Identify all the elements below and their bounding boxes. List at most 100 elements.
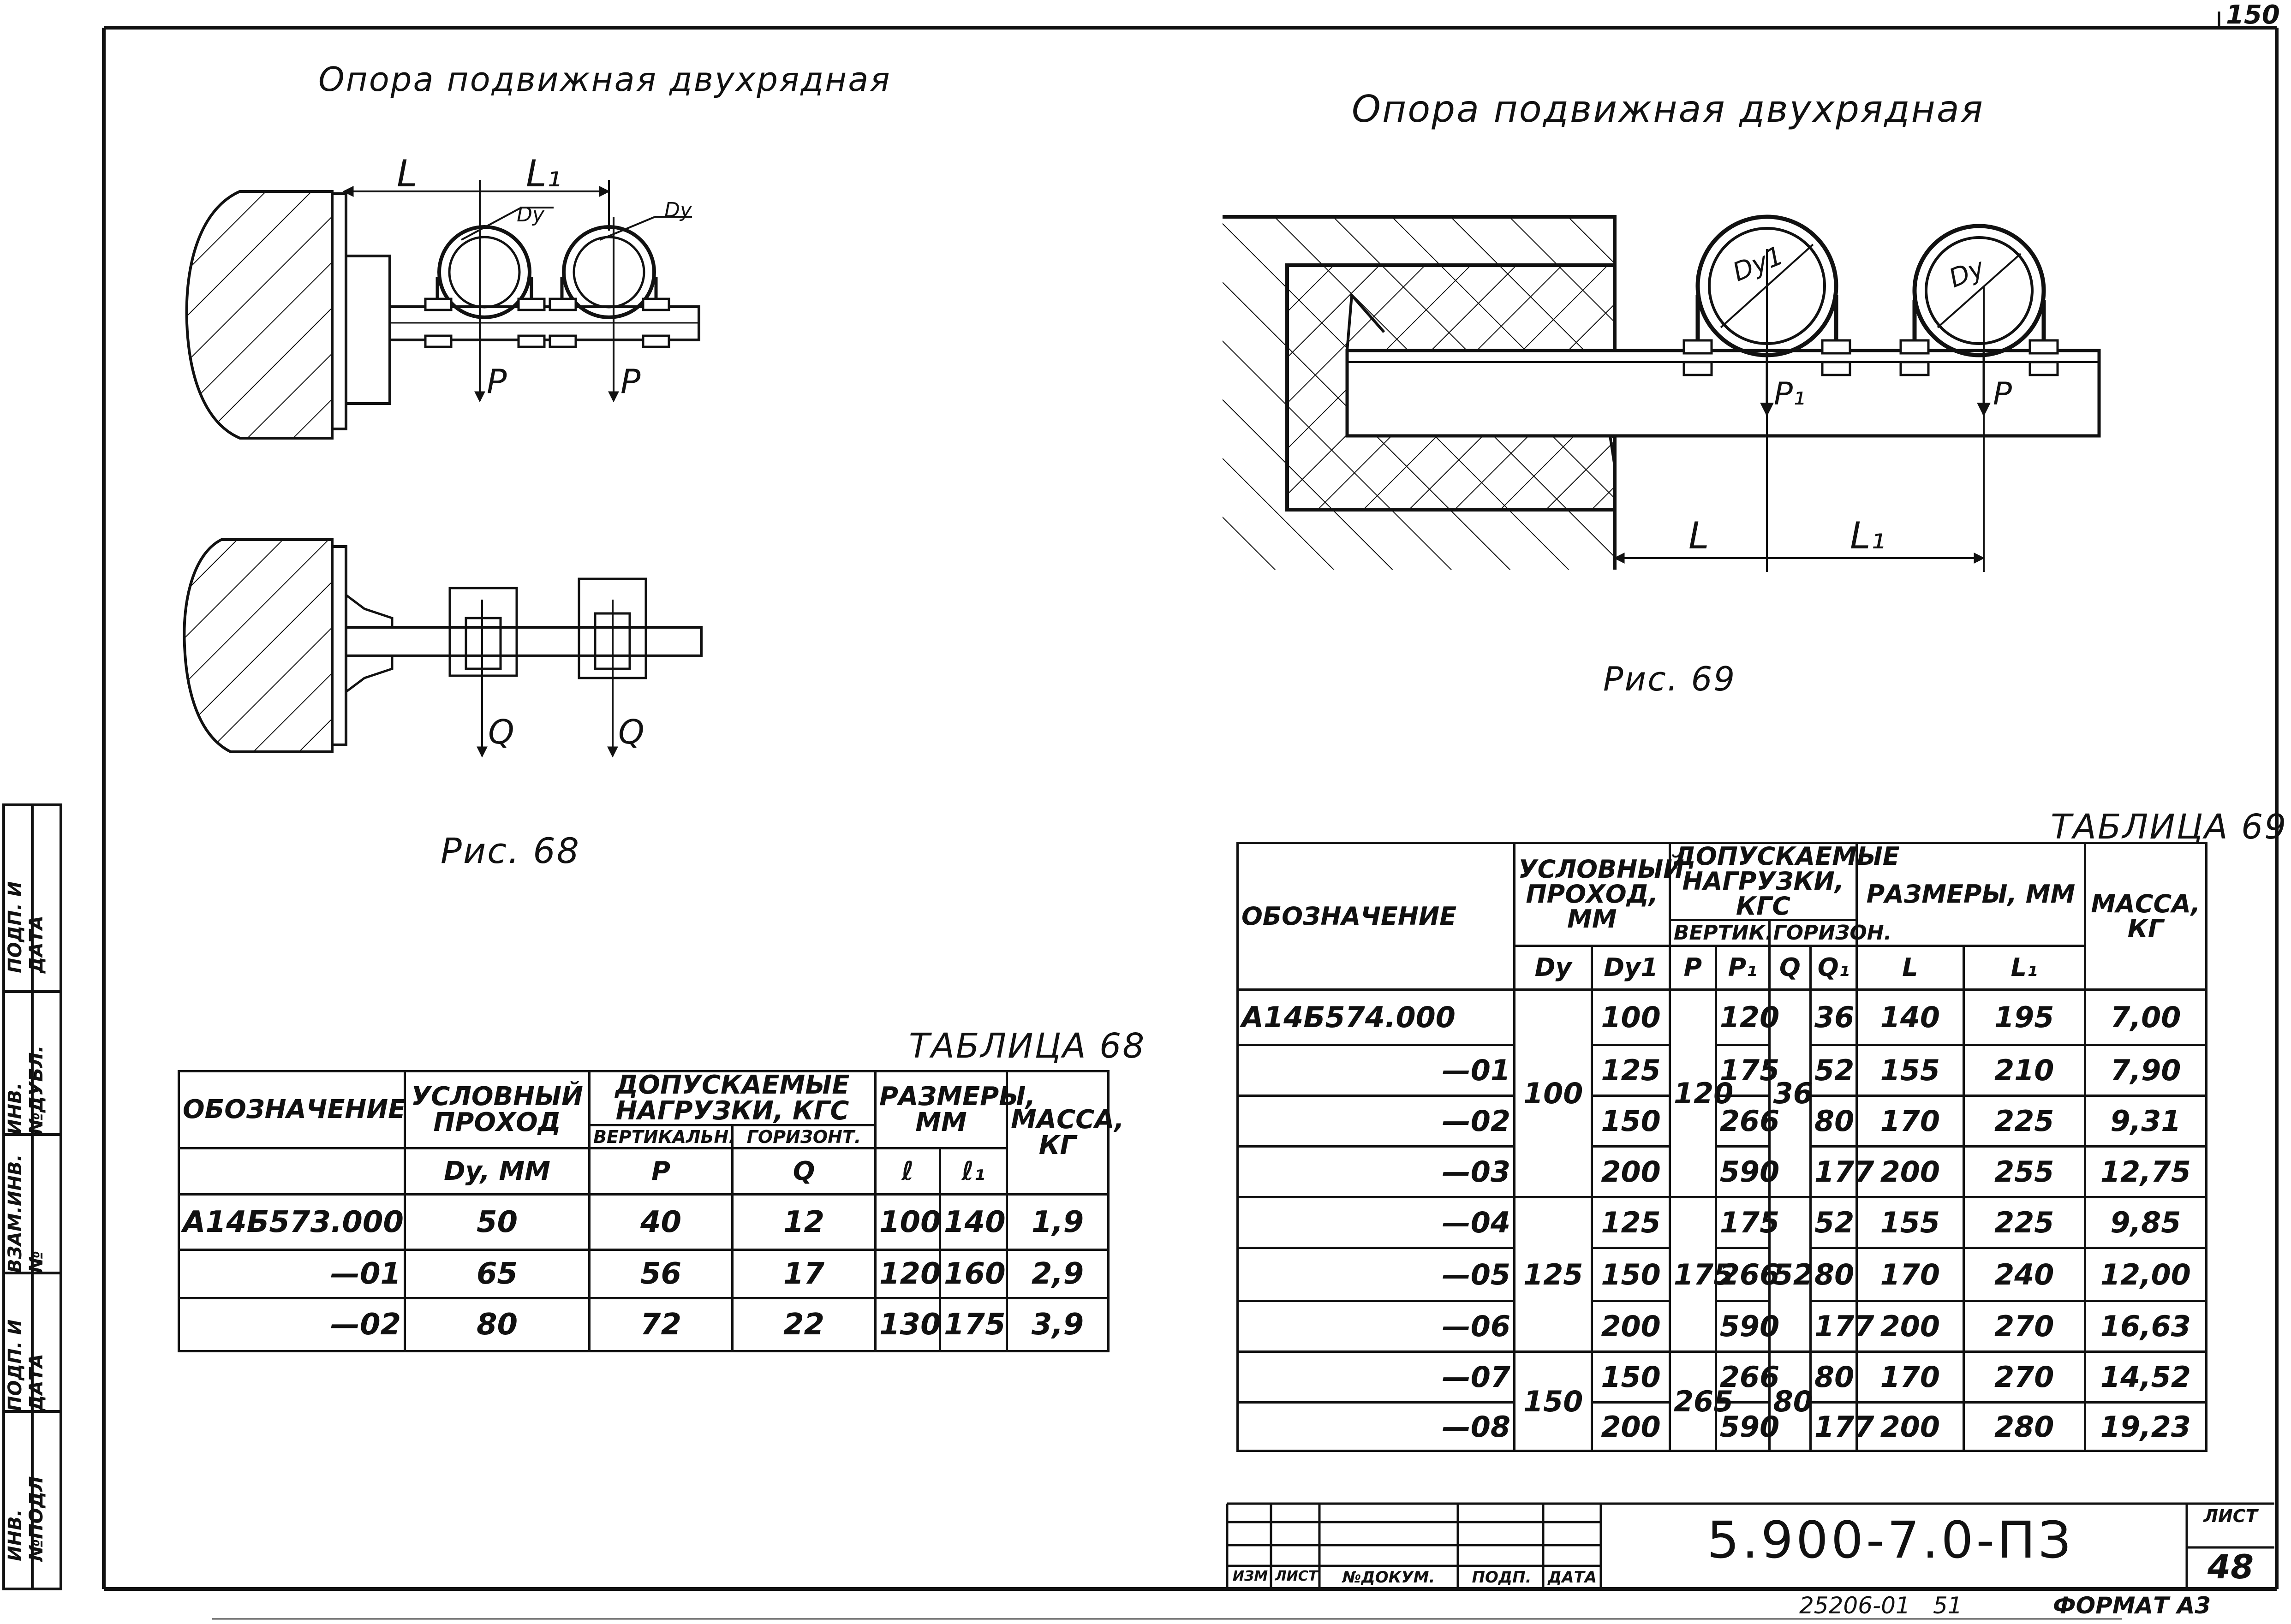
t69-h-p: P <box>1668 945 1717 991</box>
table-row: —08 200 590 177 200 280 19,23 <box>1236 1401 2208 1452</box>
t69-mass: 14,52 <box>2083 1350 2208 1404</box>
t68-h-dy: Dy, ММ <box>404 1147 591 1196</box>
t68-h-vertical: ВЕРТИКАЛЬН. <box>588 1124 735 1149</box>
t69-designation: —08 <box>1236 1401 1515 1452</box>
t69-L: 200 <box>1855 1145 1965 1198</box>
table-row: —03 200 590 177 200 255 12,75 <box>1236 1145 2208 1198</box>
fig68-title: Опора подвижная двухрядная <box>318 60 891 99</box>
table-row: —01 65 56 17 120 160 2,9 <box>178 1249 1110 1299</box>
t68-h-l: ℓ <box>874 1147 942 1196</box>
table68: ОБОЗНАЧЕНИЕ УСЛОВНЫЙ ПРОХОД ДОПУСКАЕМЫЕ … <box>178 1070 1124 1352</box>
doc-code: 5.900-7.0-ПЗ <box>1707 1511 2074 1570</box>
table-row: —02 150 266 80 170 225 9,31 <box>1236 1095 2208 1148</box>
format-label: ФОРМАТ А3 <box>2053 1592 2211 1619</box>
t69-L: 200 <box>1855 1300 1965 1353</box>
t69-q1: 36 <box>1809 988 1858 1046</box>
t68-mass: 2,9 <box>1006 1249 1110 1299</box>
fig68-front-view <box>185 180 700 440</box>
t69-dy-group: 125 <box>1513 1196 1593 1353</box>
t69-q1: 80 <box>1809 1247 1858 1302</box>
fig69-dim-L: L <box>1688 514 1709 557</box>
t69-mass: 12,00 <box>2083 1247 2208 1302</box>
sheet-frame <box>102 12 2279 1620</box>
fig68-dim-L: L <box>397 152 418 195</box>
t69-p1: 175 <box>1714 1196 1779 1249</box>
t69-dy1: 200 <box>1591 1300 1671 1353</box>
t68-designation: —01 <box>178 1249 406 1299</box>
t68-designation: —02 <box>178 1297 406 1352</box>
t69-L1: 270 <box>1962 1350 2086 1404</box>
t69-p-group: 175 <box>1668 1196 1733 1353</box>
t69-p1: 175 <box>1714 1044 1779 1097</box>
t69-h-q1: Q₁ <box>1809 945 1858 991</box>
t68-h-nominal-bore: УСЛОВНЫЙ ПРОХОД <box>404 1070 591 1149</box>
t68-dy: 80 <box>404 1297 591 1352</box>
side-stamp-label-4: ИНВ.№ДУБЛ. <box>5 1045 47 1135</box>
t69-L1: 195 <box>1962 988 2086 1046</box>
t69-q1: 177 <box>1809 1300 1874 1353</box>
t68-h-mass: МАССА, КГ <box>1006 1070 1124 1196</box>
fig69-load-P: P <box>1993 376 2012 412</box>
t69-L: 170 <box>1855 1247 1965 1302</box>
t69-h-dy: Dy <box>1513 945 1593 991</box>
t68-l1: 175 <box>939 1297 1008 1352</box>
t69-p1: 266 <box>1714 1247 1779 1302</box>
titleblock-lines <box>1226 1502 2274 1589</box>
t69-designation: —01 <box>1236 1044 1515 1097</box>
t69-dy1: 200 <box>1591 1145 1671 1198</box>
tb-h-izm: ИЗМ <box>1232 1568 1268 1584</box>
t69-q1: 177 <box>1809 1401 1874 1452</box>
t68-q: 22 <box>731 1297 877 1352</box>
t68-l1: 140 <box>939 1193 1008 1251</box>
t69-dy1: 200 <box>1591 1401 1671 1452</box>
sheet-label: ЛИСТ <box>2203 1506 2258 1526</box>
side-stamp-label-5: ПОДП. И ДАТА <box>5 881 47 973</box>
side-stamp-label-3: ВЗАМ.ИНВ.№ <box>5 1154 47 1273</box>
table-row: —07 150 150 265 266 80 80 170 270 14,52 <box>1236 1350 2208 1452</box>
t69-dy1: 150 <box>1591 1095 1671 1148</box>
fig68-load-P-2: P <box>620 362 641 401</box>
t69-L1: 225 <box>1962 1196 2086 1249</box>
fig69-caption: Рис. 69 <box>1603 660 1736 698</box>
t68-h-horizontal: ГОРИЗОНТ. <box>731 1124 877 1149</box>
fig68-load-Q-2: Q <box>618 713 644 751</box>
t69-p1: 266 <box>1714 1095 1779 1148</box>
t69-q1: 80 <box>1809 1350 1858 1404</box>
table69: ОБОЗНАЧЕНИЕ УСЛОВНЫЙ ПРОХОД, ММ ДОПУСКАЕ… <box>1236 842 2208 1452</box>
t68-l1: 160 <box>939 1249 1008 1299</box>
t68-designation: А14Б573.000 <box>178 1193 406 1251</box>
side-stamp-label-2: ПОДП. И ДАТА <box>5 1319 47 1411</box>
t69-h-designation: ОБОЗНАЧЕНИЕ <box>1236 842 1515 991</box>
t69-L: 170 <box>1855 1350 1965 1404</box>
t69-dy1: 150 <box>1591 1247 1671 1302</box>
table-row: А14Б574.000 100 100 120 120 36 36 140 19… <box>1236 988 2208 1198</box>
t69-dy1: 100 <box>1591 988 1671 1046</box>
t69-designation: —04 <box>1236 1196 1515 1249</box>
t69-q1: 52 <box>1809 1044 1858 1097</box>
t68-dy: 50 <box>404 1193 591 1251</box>
table69-caption: ТАБЛИЦА 69 <box>2051 807 2288 847</box>
fig69-view <box>1223 214 2101 572</box>
t69-h-nominal-bore: УСЛОВНЫЙ ПРОХОД, ММ <box>1513 842 1684 947</box>
table-row: —05 150 266 80 170 240 12,00 <box>1236 1247 2208 1302</box>
table-row: А14Б573.000 50 40 12 100 140 1,9 <box>178 1193 1110 1251</box>
t68-l: 100 <box>874 1193 942 1251</box>
t69-mass: 16,63 <box>2083 1300 2208 1353</box>
t69-L1: 255 <box>1962 1145 2086 1198</box>
t69-h-p1: P₁ <box>1714 945 1771 991</box>
fig68-dim-L1: L₁ <box>526 152 561 195</box>
fig68-dy-label-2: Dy <box>664 198 692 222</box>
table68-caption: ТАБЛИЦА 68 <box>909 1026 1146 1066</box>
t69-h-mass: МАССА, КГ <box>2083 842 2208 991</box>
sheet-number: 48 <box>2207 1547 2254 1586</box>
t69-q1: 52 <box>1809 1196 1858 1249</box>
t69-L: 170 <box>1855 1095 1965 1148</box>
t69-p-group: 265 <box>1668 1350 1733 1452</box>
fig69-dim-L1: L₁ <box>1850 514 1885 557</box>
t69-q-group: 80 <box>1768 1350 1813 1452</box>
t68-dy: 65 <box>404 1249 591 1299</box>
t69-L1: 270 <box>1962 1300 2086 1353</box>
t68-p: 40 <box>588 1193 734 1251</box>
t69-mass: 12,75 <box>2083 1145 2208 1198</box>
